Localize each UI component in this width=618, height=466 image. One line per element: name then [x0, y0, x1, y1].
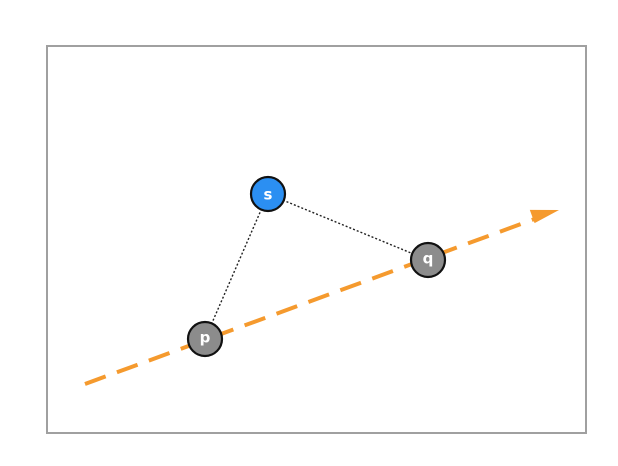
direction-arrow-head: [529, 209, 559, 224]
node-q-label: q: [423, 250, 434, 268]
node-s: s: [249, 175, 287, 213]
node-q: q: [409, 241, 447, 279]
node-s-circle: [249, 175, 287, 213]
edge-s-q: [267, 193, 429, 261]
diagram-frame: [46, 45, 587, 434]
node-q-circle: [409, 241, 447, 279]
node-p: p: [186, 320, 224, 358]
node-s-label: s: [264, 186, 273, 204]
node-p-circle: [186, 320, 224, 358]
direction-arrow-line: [84, 215, 541, 386]
node-p-label: p: [200, 329, 211, 347]
